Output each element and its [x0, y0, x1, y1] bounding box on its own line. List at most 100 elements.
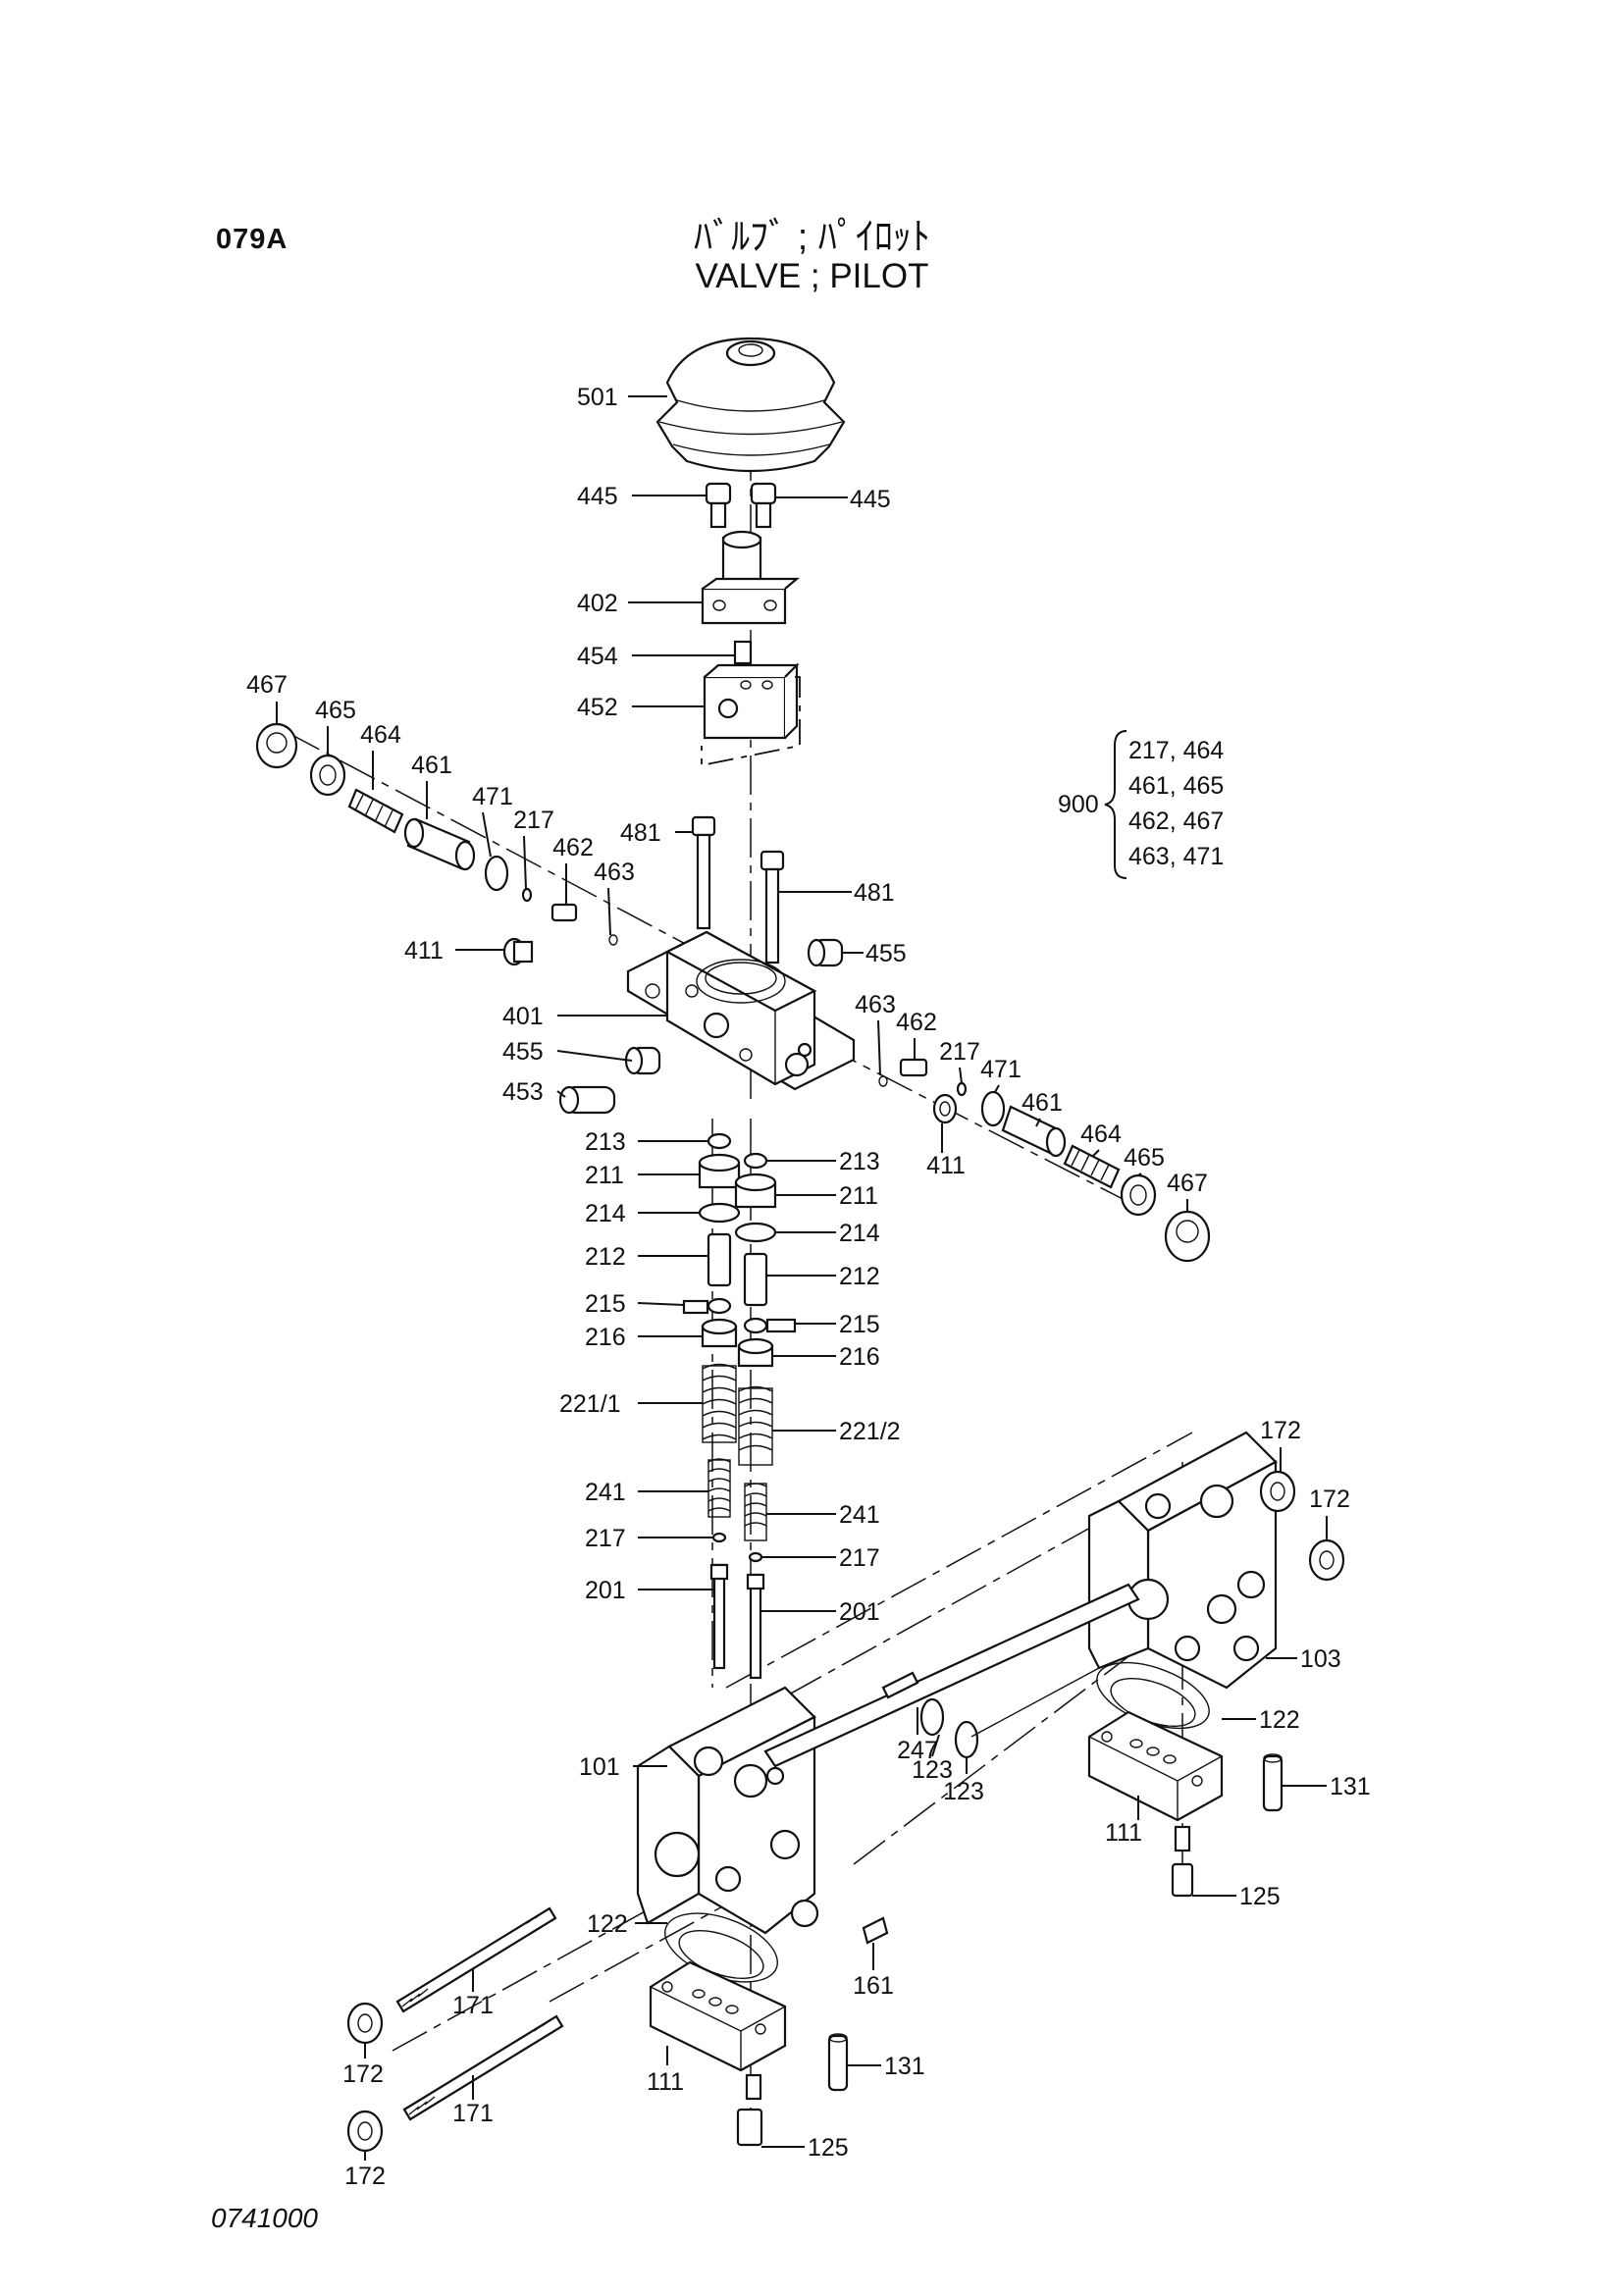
callout: 161: [853, 1972, 894, 2000]
callout: 445: [577, 483, 618, 510]
title-japanese: ﾊﾞﾙﾌﾞ ; ﾊﾟｲﾛｯﾄ: [694, 217, 930, 258]
document-number: 0741000: [211, 2203, 319, 2233]
plugs-411: [502, 937, 958, 1124]
callout: 445: [850, 486, 891, 513]
callout: 213: [585, 1128, 626, 1156]
screws-481: [691, 815, 785, 965]
callout: 217: [513, 807, 554, 834]
callout: 461: [411, 752, 452, 779]
callout: 214: [839, 1220, 880, 1247]
callout: 171: [452, 2100, 494, 2127]
section-code: 079A: [216, 224, 288, 255]
kit-line: 217, 464: [1128, 737, 1224, 764]
callout: 212: [585, 1243, 626, 1271]
body-103: [1087, 1431, 1278, 1690]
callout: 216: [585, 1324, 626, 1351]
callout: 464: [360, 721, 401, 749]
pins-131: [827, 1753, 1283, 2092]
callout: 481: [620, 819, 661, 847]
callout: 122: [1259, 1706, 1300, 1734]
kit-line: 462, 467: [1128, 808, 1224, 835]
callout: 411: [404, 937, 444, 965]
callout: 215: [585, 1290, 626, 1318]
callout: 217: [839, 1544, 880, 1572]
tubes-123-247: [763, 1583, 1140, 1768]
kit-label: 900: [1058, 791, 1099, 818]
callout: 463: [855, 991, 896, 1018]
callout: 463: [594, 859, 635, 886]
block-452: [701, 662, 801, 767]
right-cartridge: [878, 1058, 1211, 1263]
shaft-453: [558, 1085, 616, 1115]
callout: 462: [896, 1009, 937, 1036]
left-spool-stack: [682, 1132, 741, 1670]
kit-900-bracket: 900 217, 464 461, 465 462, 467 463, 471: [1058, 730, 1224, 879]
callout: 467: [1167, 1170, 1208, 1197]
leader-lines: [276, 395, 1328, 2161]
callout: 123: [912, 1756, 953, 1784]
callout: 172: [1309, 1486, 1350, 1513]
callout: 214: [585, 1200, 626, 1227]
callout: 201: [585, 1577, 626, 1604]
right-spool-stack: [734, 1152, 797, 1680]
plug-161: [862, 1916, 889, 1945]
callout: 217: [585, 1525, 626, 1552]
callout: 125: [1239, 1883, 1281, 1910]
callout: 201: [839, 1598, 880, 1626]
kit-line: 463, 471: [1128, 843, 1224, 870]
callout: 455: [865, 940, 907, 967]
callout: 411: [926, 1152, 966, 1179]
callout: 131: [1330, 1773, 1371, 1800]
kit-line: 461, 465: [1128, 772, 1224, 800]
callout: 455: [502, 1038, 544, 1066]
callout: 471: [472, 783, 513, 810]
body-101: [636, 1686, 819, 1935]
callout: 247: [897, 1737, 938, 1764]
callout: 453: [502, 1078, 544, 1106]
callout: 467: [246, 671, 288, 699]
callout: 217: [939, 1038, 980, 1066]
callout: 212: [839, 1263, 880, 1290]
callout: 481: [854, 879, 895, 907]
callout: 462: [552, 834, 594, 861]
callout: 103: [1300, 1645, 1341, 1673]
boot-501: [655, 337, 846, 473]
casing-401: [626, 930, 856, 1091]
pin-454: [733, 640, 753, 665]
callout: 241: [585, 1479, 626, 1506]
callout: 213: [839, 1148, 880, 1175]
callout: 401: [502, 1003, 544, 1030]
callout: 101: [579, 1753, 620, 1781]
bushings-455: [624, 938, 844, 1075]
callout: 211: [839, 1182, 878, 1210]
callout: 131: [884, 2053, 925, 2080]
callout: 215: [839, 1311, 880, 1338]
callout: 465: [1124, 1144, 1165, 1172]
callout: 461: [1022, 1089, 1063, 1117]
callout: 123: [943, 1778, 984, 1805]
screws-445: [705, 482, 777, 529]
callout: 171: [452, 1992, 494, 2019]
flanges-111: [649, 1710, 1224, 2072]
callout-labels: 501 445 445 402 454 452 467 465 464 461 …: [246, 384, 1371, 2190]
plate-402: [701, 530, 801, 625]
callout: 216: [839, 1343, 880, 1371]
tie-rods-171: [395, 1906, 564, 2121]
callout: 501: [577, 384, 618, 411]
left-cartridge: [255, 722, 618, 946]
callout: 402: [577, 590, 618, 617]
screws-125: [736, 1825, 1194, 2147]
callout: 454: [577, 643, 618, 670]
callout: 111: [1105, 1819, 1142, 1847]
callout: 172: [342, 2060, 384, 2088]
callout: 465: [315, 697, 356, 724]
callout: 221/2: [839, 1418, 901, 1445]
callout: 452: [577, 694, 618, 721]
callout: 125: [808, 2134, 849, 2162]
callout: 172: [344, 2163, 386, 2190]
callout: 464: [1080, 1121, 1122, 1148]
callout: 211: [585, 1162, 624, 1189]
callout: 122: [587, 1910, 628, 1938]
callout: 221/1: [559, 1390, 621, 1418]
